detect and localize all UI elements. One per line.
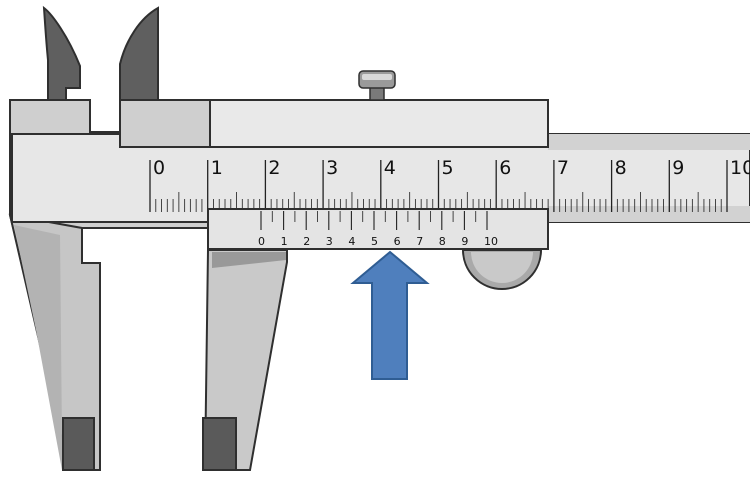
vernier-scale-label: 0 bbox=[258, 235, 265, 248]
main-scale-label: 8 bbox=[615, 157, 627, 179]
vernier-scale-label: 10 bbox=[484, 235, 498, 248]
thumb-wheel-highlight bbox=[471, 252, 533, 283]
vernier-scale-label: 1 bbox=[281, 235, 288, 248]
sliding-jaw-tip bbox=[202, 417, 237, 471]
main-scale-label: 1 bbox=[211, 157, 223, 179]
sliding-jaw-shade bbox=[212, 252, 286, 268]
main-scale-label: 5 bbox=[442, 157, 454, 179]
slider-housing bbox=[209, 99, 549, 148]
vernier-scale-label: 2 bbox=[303, 235, 310, 248]
main-scale-label: 10 bbox=[730, 157, 750, 179]
indicator-arrow bbox=[350, 250, 430, 380]
main-scale-label: 3 bbox=[326, 157, 338, 179]
fixed-upper-jaw bbox=[42, 5, 81, 101]
sliding-jaw-neck bbox=[119, 99, 211, 148]
vernier-scale-label: 8 bbox=[439, 235, 446, 248]
sliding-upper-jaw bbox=[119, 6, 159, 101]
vernier-scale-label: 9 bbox=[461, 235, 468, 248]
vernier-scale-label: 5 bbox=[371, 235, 378, 248]
lock-screw bbox=[358, 70, 396, 101]
main-scale-label: 9 bbox=[672, 157, 684, 179]
vernier-scale-label: 7 bbox=[416, 235, 423, 248]
main-scale-ticks: 0 1 2 3 4 5 6 7 8 9 10 bbox=[149, 157, 750, 212]
beam-top-band bbox=[548, 134, 750, 150]
fixed-jaw-tip bbox=[62, 417, 95, 471]
vernier-scale-label: 4 bbox=[348, 235, 355, 248]
main-scale-label: 0 bbox=[153, 157, 165, 179]
vernier-scale-label: 6 bbox=[394, 235, 401, 248]
main-scale-label: 4 bbox=[384, 157, 396, 179]
vernier-scale-ticks: 0 1 2 3 4 5 6 7 8 9 10 bbox=[258, 211, 498, 248]
vernier-plate bbox=[207, 208, 549, 250]
vernier-scale-label: 3 bbox=[326, 235, 333, 248]
main-scale-label: 2 bbox=[268, 157, 280, 179]
main-scale-label: 7 bbox=[557, 157, 569, 179]
fixed-jaw-inner-shade bbox=[14, 225, 70, 470]
fixed-jaw-assembly bbox=[8, 5, 216, 471]
main-scale-label: 6 bbox=[499, 157, 511, 179]
beam-bottom-band bbox=[548, 206, 750, 222]
